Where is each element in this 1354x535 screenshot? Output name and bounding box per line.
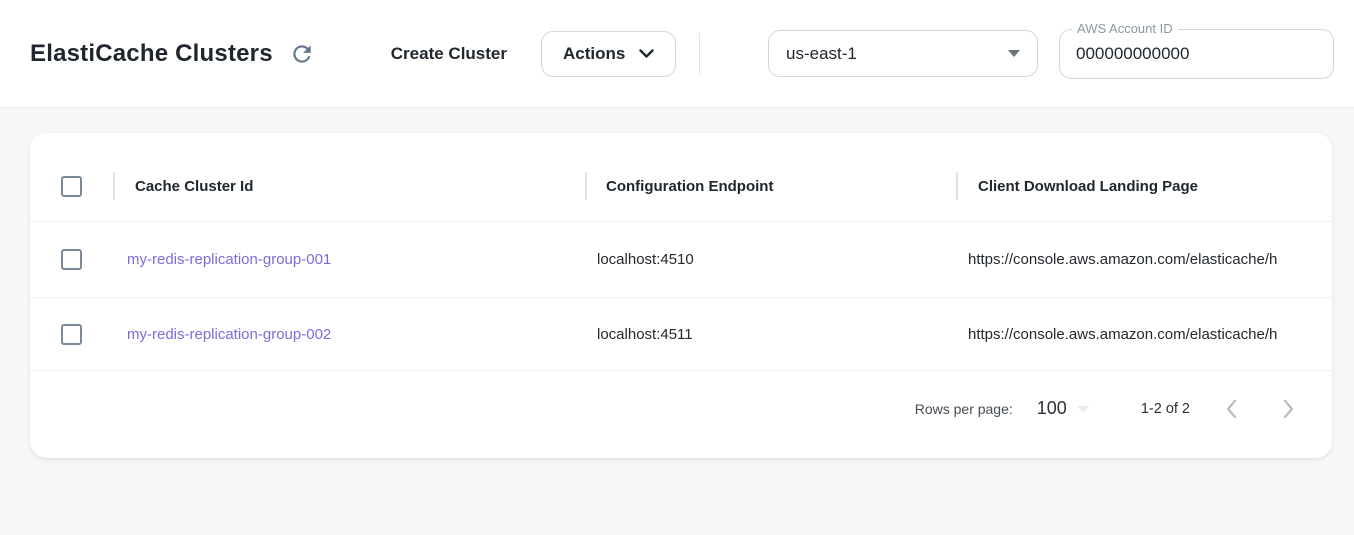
caret-down-icon [1008,50,1020,57]
aws-account-id-input[interactable] [1076,29,1316,78]
toolbar-divider [699,32,701,75]
aws-account-id-field: AWS Account ID [1059,20,1334,79]
region-selected-value: us-east-1 [786,43,857,63]
cluster-link[interactable]: my-redis-replication-group-002 [127,325,332,343]
column-header-label: Client Download Landing Page [978,177,1199,195]
pagination-bar: Rows per page: 100 1-2 of 2 [30,371,1332,458]
create-cluster-button[interactable]: Create Cluster [390,43,507,63]
table-row: my-redis-replication-group-002 localhost… [30,298,1332,371]
chevron-right-icon [1283,399,1295,419]
chevron-left-icon [1225,399,1237,419]
refresh-button[interactable] [285,37,319,71]
pagination-range-label: 1-2 of 2 [1140,400,1190,417]
row-checkbox[interactable] [61,323,82,345]
select-all-checkbox[interactable] [61,175,82,197]
table-row: my-redis-replication-group-001 localhost… [30,222,1332,298]
column-header-label: Configuration Endpoint [606,177,774,195]
cache-cluster-id-cell: my-redis-replication-group-001 [113,251,585,268]
row-checkbox-cell [30,323,113,345]
actions-menu-button[interactable]: Actions [541,30,677,77]
cluster-link[interactable]: my-redis-replication-group-001 [127,251,332,268]
clusters-table-card: Cache Cluster Id Configuration Endpoint … [30,133,1332,458]
cache-cluster-id-cell: my-redis-replication-group-002 [113,326,585,343]
configuration-endpoint-cell: localhost:4511 [597,325,693,343]
column-header-client-download-landing-page[interactable]: Client Download Landing Page [956,151,1332,221]
rows-per-page-select[interactable]: 100 [1037,398,1089,419]
column-header-cache-cluster-id[interactable]: Cache Cluster Id [113,151,585,221]
rows-per-page-value: 100 [1036,398,1067,418]
table-header-row: Cache Cluster Id Configuration Endpoint … [30,133,1332,222]
chevron-down-icon [639,48,655,59]
caret-down-icon [1076,405,1089,412]
client-download-landing-page-cell: https://console.aws.amazon.com/elasticac… [968,251,1278,268]
column-separator [585,172,587,200]
rows-per-page-label: Rows per page: [914,400,1013,417]
column-header-configuration-endpoint[interactable]: Configuration Endpoint [585,151,956,221]
column-header-label: Cache Cluster Id [135,177,254,195]
row-checkbox-cell [30,249,113,270]
client-download-landing-page-cell: https://console.aws.amazon.com/elasticac… [968,325,1278,343]
page-title: ElastiCache Clusters [30,39,273,67]
next-page-button[interactable] [1272,392,1306,426]
row-checkbox[interactable] [61,249,82,270]
configuration-endpoint-cell: localhost:4510 [597,251,694,268]
select-all-cell [30,151,113,221]
column-separator [956,172,958,200]
region-select[interactable]: us-east-1 [768,30,1038,77]
actions-button-label: Actions [563,43,626,63]
column-separator [113,172,115,200]
refresh-icon [289,41,315,67]
top-toolbar: ElastiCache Clusters Create Cluster Acti… [0,0,1354,108]
previous-page-button[interactable] [1214,392,1248,426]
